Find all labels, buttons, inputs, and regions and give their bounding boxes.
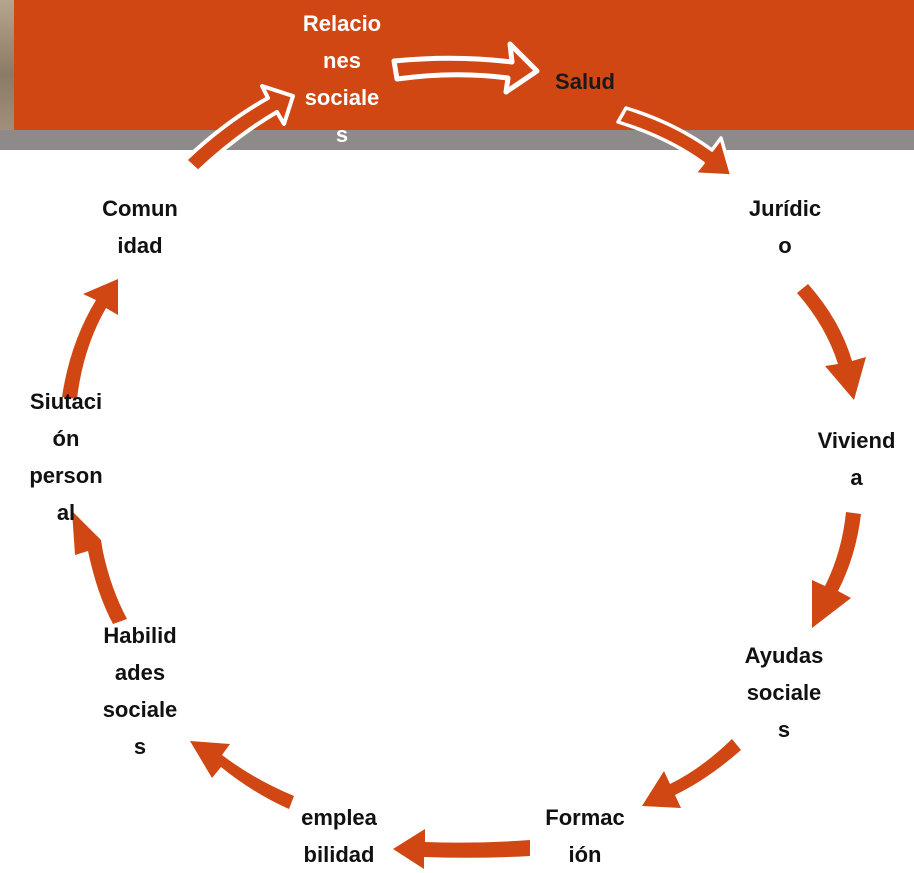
arrow-ayudas-to-formacion bbox=[642, 739, 741, 808]
arrow-vivienda-to-ayudas bbox=[812, 512, 861, 628]
node-ayudas-sociales: Ayudas sociale s bbox=[744, 643, 824, 742]
node-relaciones-sociales: Relacio nes sociale s bbox=[302, 11, 382, 147]
node-juridico: Jurídic o bbox=[748, 196, 822, 258]
node-vivienda: Viviend a bbox=[817, 428, 896, 490]
node-empleabilidad: emplea bilidad bbox=[301, 805, 377, 867]
arrow-juridico-to-vivienda bbox=[797, 284, 866, 400]
node-salud: Salud bbox=[555, 69, 615, 94]
node-comunidad: Comun idad bbox=[102, 196, 178, 258]
arrow-salud-to-juridico bbox=[616, 106, 734, 178]
arrow-comunidad-to-relaciones bbox=[183, 84, 295, 174]
arrow-situacion-to-comunidad bbox=[62, 279, 118, 399]
node-habilidades-sociales: Habilid ades sociale s bbox=[102, 623, 178, 759]
header-banner bbox=[0, 0, 914, 130]
arrow-habilidades-to-situacion bbox=[72, 511, 127, 624]
arrow-formacion-to-empleabilidad bbox=[393, 829, 530, 869]
arrow-relaciones-to-salud bbox=[391, 41, 540, 95]
node-situacion-personal: Siutaci ón person al bbox=[29, 389, 103, 525]
banner-photo-edge bbox=[0, 0, 14, 150]
node-formacion: Formac ión bbox=[545, 805, 625, 867]
arrow-empleabilidad-to-habilidades bbox=[190, 741, 294, 809]
